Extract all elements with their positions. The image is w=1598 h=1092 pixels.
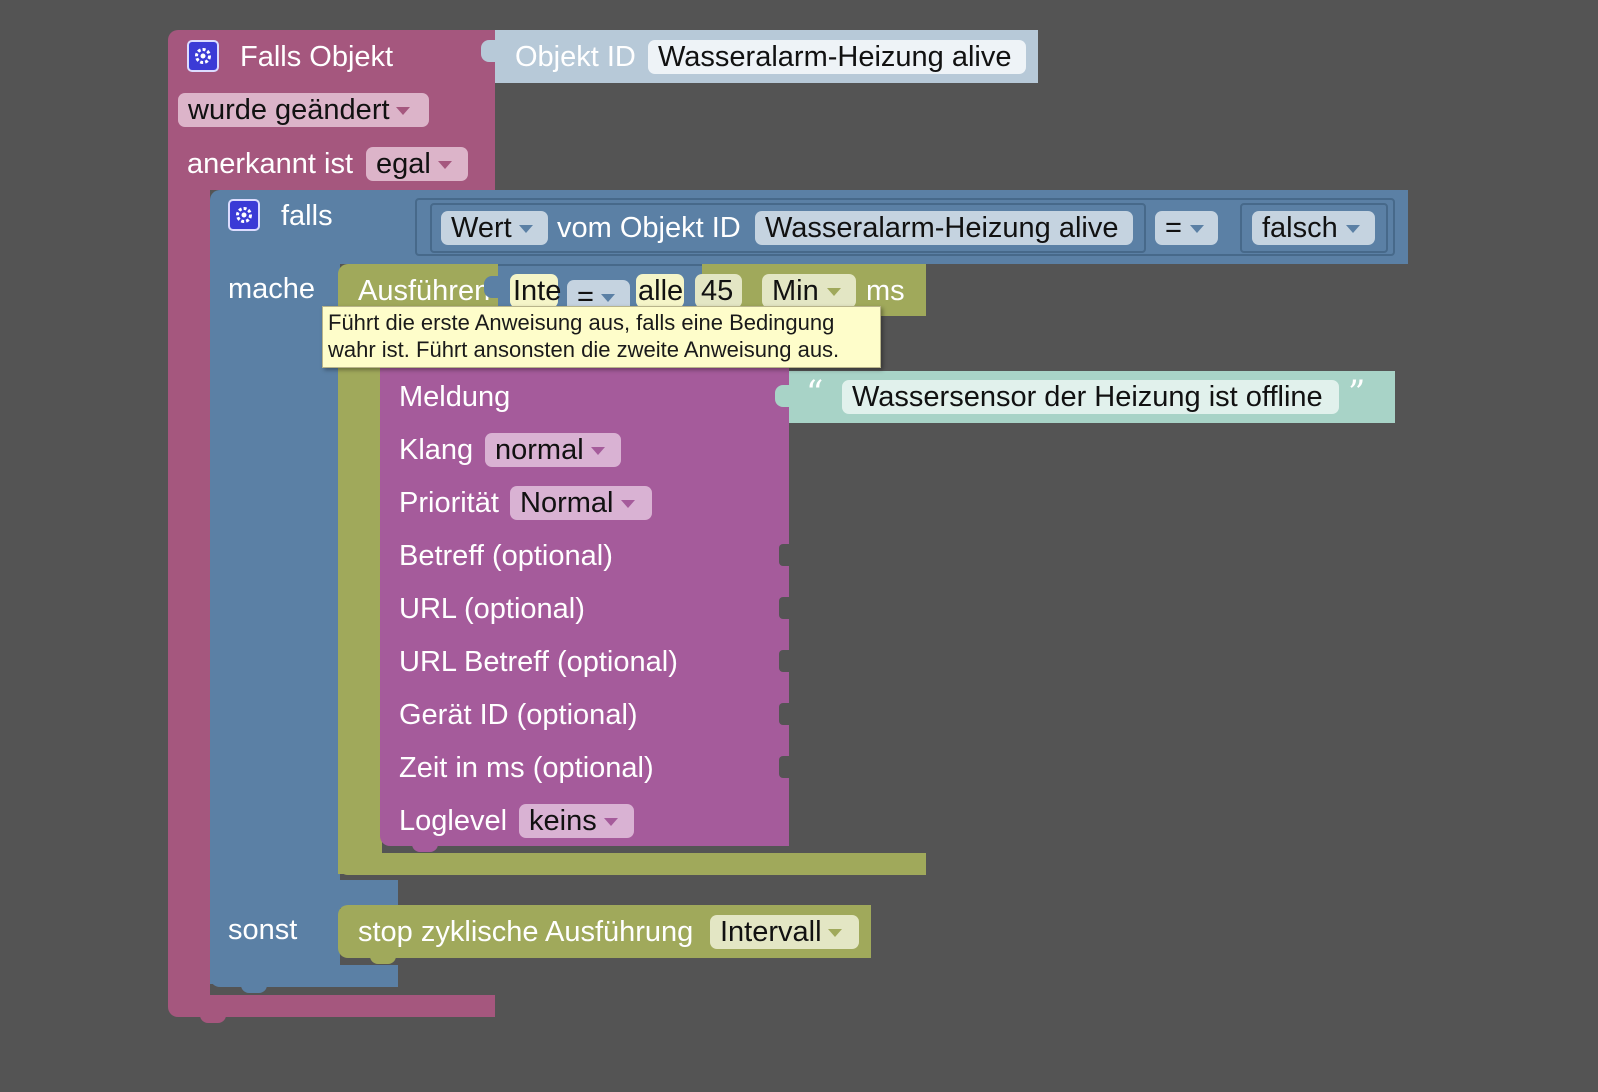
chevron-down-icon (1346, 225, 1360, 233)
stop-interval-dropdown[interactable]: Intervall (710, 915, 859, 949)
interval-label: Ausführen (358, 275, 491, 307)
notification-block-body (380, 318, 789, 846)
event-title: Falls Objekt (240, 41, 394, 73)
sound-dropdown[interactable]: normal (485, 433, 621, 467)
tooltip-line-2: wahr ist. Führt ansonsten die zweite Anw… (328, 337, 840, 362)
interval-value-field[interactable]: 45 (695, 274, 742, 308)
event-object-field[interactable]: Wasseralarm-Heizung alive (648, 40, 1026, 74)
condition-operator: = (1165, 212, 1182, 244)
condition-value-dropdown[interactable]: Wert (441, 211, 548, 245)
priority-label: Priorität (399, 487, 499, 519)
interval-operator: = (577, 281, 594, 313)
interval-name-field-b[interactable]: alle (636, 274, 684, 308)
chevron-down-icon (601, 294, 615, 302)
stop-interval-value: Intervall (720, 916, 822, 948)
chevron-down-icon (1190, 225, 1204, 233)
message-text-field[interactable]: Wassersensor der Heizung ist offline (842, 380, 1339, 414)
interval-unit-suffix: ms (866, 275, 905, 307)
condition-boolean-value: falsch (1262, 212, 1338, 244)
interval-name-fragment: Inte (513, 275, 562, 307)
else-label: sonst (228, 914, 298, 946)
chevron-down-icon (438, 161, 452, 169)
chevron-down-icon (828, 929, 842, 937)
tooltip: Führt die erste Anweisung aus, falls ein… (322, 306, 881, 368)
chevron-down-icon (396, 107, 410, 115)
interval-unit-dropdown[interactable]: Min (762, 274, 856, 308)
if-block-spine (210, 262, 340, 984)
sound-value: normal (495, 434, 584, 466)
tooltip-line-1: Führt die erste Anweisung aus, falls ein… (328, 310, 835, 335)
url-subject-label: URL Betreff (optional) (399, 646, 678, 678)
if-gear-icon[interactable] (228, 199, 260, 231)
chevron-down-icon (591, 447, 605, 455)
condition-get-value-block[interactable] (430, 203, 1146, 253)
condition-boolean-dropdown[interactable]: falsch (1252, 211, 1375, 245)
stop-label: stop zyklische Ausführung (358, 916, 694, 948)
interval-block-spine (338, 314, 382, 874)
event-trigger-dropdown[interactable]: wurde geändert (178, 93, 429, 127)
event-ack-label: anerkannt ist (187, 148, 354, 180)
condition-operator-dropdown[interactable]: = (1155, 211, 1218, 245)
interval-unit: Min (772, 275, 819, 307)
condition-value-type: Wert (451, 212, 512, 244)
loglevel-label: Loglevel (399, 805, 508, 837)
if-block-footer (210, 965, 398, 987)
loglevel-value: keins (529, 805, 597, 837)
quote-open-icon: “ (806, 373, 824, 413)
sound-label: Klang (399, 434, 474, 466)
condition-object-label: vom Objekt ID (557, 212, 741, 244)
subject-label: Betreff (optional) (399, 540, 613, 572)
condition-boolean-block[interactable] (1240, 203, 1388, 253)
if-label: falls (281, 200, 333, 232)
event-block-footer (168, 995, 495, 1017)
condition-object-field[interactable]: Wasseralarm-Heizung alive (755, 211, 1133, 245)
device-id-label: Gerät ID (optional) (399, 699, 638, 731)
event-block-spine (168, 188, 210, 998)
chevron-down-icon (827, 288, 841, 296)
priority-dropdown[interactable]: Normal (510, 486, 652, 520)
priority-value: Normal (520, 487, 614, 519)
event-trigger-value: wurde geändert (188, 94, 390, 126)
quote-close-icon: ” (1348, 373, 1366, 413)
chevron-down-icon (519, 225, 533, 233)
loglevel-dropdown[interactable]: keins (519, 804, 634, 838)
event-object-label: Objekt ID (515, 41, 636, 73)
do-label: mache (228, 273, 316, 305)
chevron-down-icon (604, 818, 618, 826)
event-ack-value: egal (376, 148, 431, 180)
event-gear-icon[interactable] (187, 40, 219, 72)
url-label: URL (optional) (399, 593, 585, 625)
message-label: Meldung (399, 381, 511, 413)
event-ack-dropdown[interactable]: egal (366, 147, 468, 181)
chevron-down-icon (621, 500, 635, 508)
if-block-mid-bar (338, 880, 398, 908)
time-ms-label: Zeit in ms (optional) (399, 752, 654, 784)
interval-name-field-a[interactable]: Inte (510, 274, 562, 308)
interval-name-fragment-2: alle (638, 275, 684, 307)
interval-block-footer (338, 853, 926, 875)
condition-compare-block[interactable] (415, 198, 1395, 256)
